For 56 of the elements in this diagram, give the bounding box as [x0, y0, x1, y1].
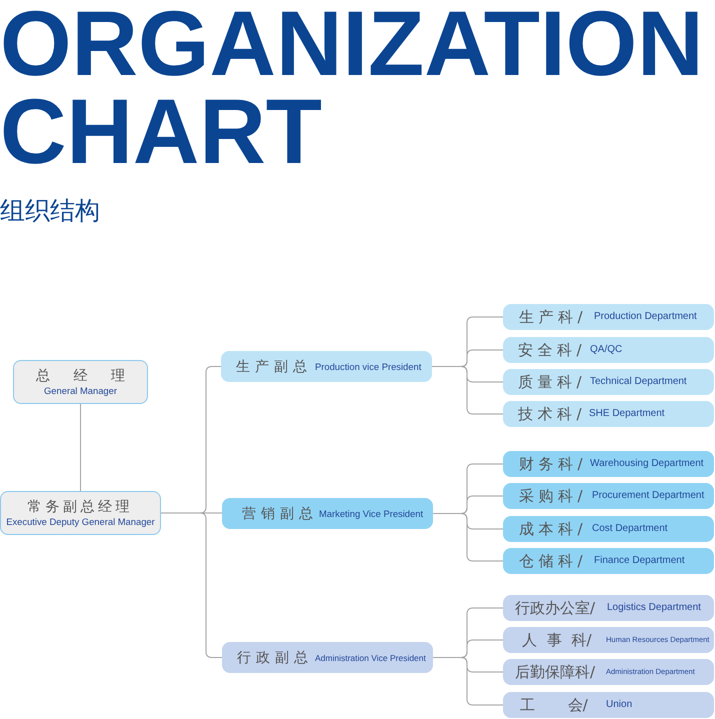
title-chinese: 成本科/	[519, 520, 588, 538]
title-english: Procurement Department	[592, 490, 704, 502]
title-english: Technical Department	[590, 376, 687, 388]
department-box	[503, 627, 714, 653]
department-box	[503, 692, 714, 718]
position-box	[0, 491, 161, 535]
title-english: Cost Department	[592, 523, 668, 535]
title-chinese: 人 事 科/	[522, 631, 592, 649]
connector-line	[432, 513, 504, 562]
title-english: Finance Department	[594, 555, 685, 567]
connector-line	[160, 512, 222, 658]
title-chinese: 安全科/	[518, 341, 586, 359]
department-box	[503, 595, 714, 621]
title-chinese: 行政副总	[237, 648, 313, 666]
title-english: QA/QC	[590, 344, 622, 356]
department-box	[503, 659, 714, 685]
title-english: Executive Deputy General Manager	[6, 516, 155, 528]
title-chinese: 生产副总	[236, 358, 312, 376]
position-box	[13, 360, 148, 404]
title-english: Warehousing Department	[590, 458, 704, 470]
position-box	[222, 642, 433, 673]
title-chinese: 后勤保障科/	[515, 663, 596, 681]
title-chinese: 质量科/	[518, 373, 586, 391]
page-title: ORGANIZATION CHART	[0, 0, 705, 176]
connector-line	[432, 657, 504, 706]
title-chinese: 采购科/	[519, 487, 588, 505]
title-english: Marketing Vice President	[319, 508, 424, 520]
title-chinese: 常务副总经理	[28, 498, 134, 516]
title-chinese: 仓储科/	[519, 552, 588, 570]
position-box	[221, 351, 432, 382]
title-chinese: 技术科/	[518, 405, 586, 423]
title-english: Union	[606, 699, 632, 711]
department-box	[503, 516, 714, 542]
title-chinese: 财务科/	[519, 455, 588, 473]
title-chinese: 总 经 理	[36, 367, 125, 385]
title-english: Production Department	[594, 311, 697, 323]
department-box	[503, 337, 714, 363]
title-english: Production vice President	[315, 360, 422, 372]
position-box	[222, 498, 433, 529]
title-english: SHE Department	[589, 408, 665, 420]
title-chinese: 行政办公室/	[515, 599, 596, 617]
title-english: General Manager	[44, 385, 117, 397]
department-box	[503, 304, 714, 330]
connector-line	[80, 404, 81, 492]
title-chinese: 工 会/	[520, 696, 588, 714]
title-chinese: 营销副总	[242, 504, 318, 522]
subtitle: 组织结构	[0, 196, 100, 226]
department-box	[503, 451, 714, 477]
title-english: Administration Vice President	[315, 652, 426, 664]
department-box	[503, 401, 714, 427]
department-box	[503, 369, 714, 395]
title-chinese: 生产科/	[519, 308, 588, 326]
title-english: Logistics Department	[607, 602, 701, 614]
department-box	[503, 548, 714, 574]
department-box	[503, 483, 714, 509]
connector-line	[432, 366, 504, 414]
